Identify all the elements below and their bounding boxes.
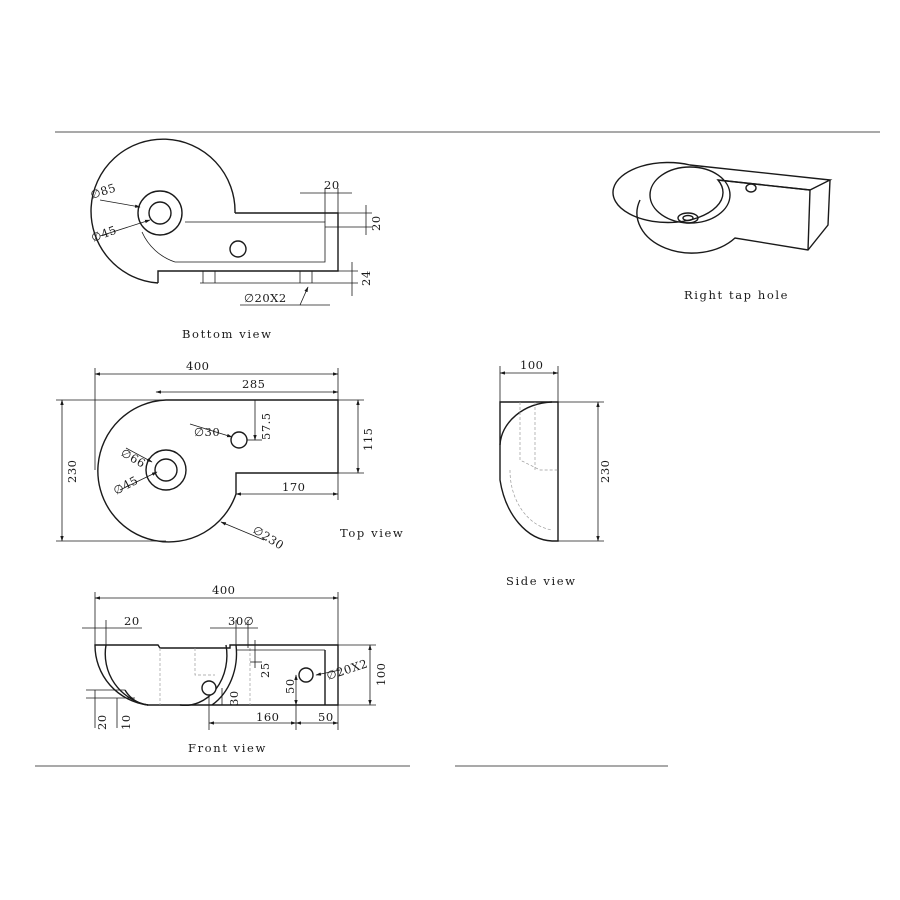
iso-view-drain-inner [682, 214, 694, 222]
bottom-view-drain-hole [148, 201, 172, 225]
front-view-w400-label: 400 [212, 583, 235, 597]
bottom-view-h24-label: 24 [359, 270, 373, 286]
top-view-w170-label: 170 [282, 480, 305, 494]
bottom-view-dia85-leader [99, 199, 141, 208]
bottom-view-tap-hole [229, 240, 247, 258]
top-view-outline [97, 399, 339, 543]
front-view-caption: Front view [188, 741, 267, 755]
front-view-bowl-outline [94, 644, 339, 706]
front-view-right-curve [211, 644, 238, 706]
top-view-dia230-label: ∅230 [250, 523, 286, 553]
top-view-dia230-leader [220, 521, 265, 541]
front-view-dia20-leader [315, 669, 341, 676]
iso-view: Right tap hole [612, 161, 833, 302]
top-view-w400-label: 400 [186, 359, 209, 373]
top-view-h230-label: 230 [65, 460, 79, 483]
iso-view-bowl-rim [649, 166, 731, 224]
front-view-drain-pipe [124, 689, 149, 706]
top-view-h115-label: 115 [361, 428, 375, 451]
bottom-view: ∅85 ∅45 20 20 24 ∅20X2 Bottom view [89, 138, 383, 341]
front-view-h20-label: 20 [95, 714, 109, 730]
iso-view-tap-hole [745, 183, 757, 193]
front-view-h10-label: 10 [119, 714, 133, 730]
top-view-tap-hole [230, 431, 248, 449]
bottom-view-dia20-arrow [299, 286, 309, 306]
bottom-view-inner-outline [175, 221, 326, 263]
iso-view-top-edge [717, 179, 811, 191]
side-view-inner-curve [499, 401, 553, 446]
top-view-dia45-label: ∅45 [111, 473, 141, 498]
front-view-dia20-label: ∅20X2 [325, 656, 370, 682]
top-view-dia45-leader [119, 471, 158, 491]
iso-view-drain-outer [677, 212, 699, 224]
side-view: 100 230 Side view [499, 358, 612, 588]
front-view-h50-label: 50 [283, 678, 297, 694]
bottom-view-drain-ring [137, 190, 183, 236]
bottom-view-body-outline [157, 212, 339, 283]
top-view-drain-ring [145, 449, 187, 491]
top-view-dia66-leader [125, 447, 153, 463]
iso-view-top-face [612, 161, 833, 224]
top-view-drain-hole [154, 458, 178, 482]
side-view-h230-label: 230 [598, 460, 612, 483]
front-view-w20-label: 20 [124, 614, 140, 628]
side-view-hidden-b [509, 469, 553, 531]
bottom-view-dia85-label: ∅85 [89, 180, 118, 201]
top-view-dia66-label: ∅66 [119, 445, 149, 470]
bottom-view-dia45-label: ∅45 [89, 223, 118, 245]
front-view-h25-label: 25 [258, 662, 272, 678]
bottom-view-bowl-outline [90, 138, 236, 284]
side-view-outline [499, 401, 559, 542]
top-view-dia30-label: ∅30 [194, 425, 220, 439]
iso-view-front-edge [807, 189, 811, 251]
front-view-tap-hole [201, 680, 217, 696]
bottom-view-caption: Bottom view [182, 327, 273, 341]
front-view-hidden-b [194, 648, 215, 676]
front-view: 400 20 30∅ 25 ∅20X2 100 50 30 20 10 [82, 583, 388, 755]
front-view-dia30-label: 30∅ [228, 614, 254, 628]
front-view-w160-label: 160 [256, 710, 279, 724]
bottom-view-inner-curve [141, 231, 176, 263]
iso-view-body [636, 179, 831, 254]
front-view-h100-label: 100 [374, 663, 388, 686]
front-view-bowl-inner [104, 644, 149, 706]
top-view: 400 285 230 ∅30 57.5 115 ∅66 ∅45 170 ∅23… [56, 359, 404, 553]
top-view-caption: Top view [340, 526, 404, 540]
top-view-h57-label: 57.5 [259, 412, 273, 440]
front-view-h30-label: 30 [227, 690, 241, 706]
side-view-caption: Side view [506, 574, 577, 588]
front-view-waste-hole [298, 667, 314, 683]
bottom-view-h20-label: 20 [369, 215, 383, 231]
bottom-view-dia20-label: ∅20X2 [244, 291, 287, 305]
side-view-hidden-a [519, 402, 558, 471]
bottom-view-dia45-leader [99, 219, 151, 237]
top-view-w285-label: 285 [242, 377, 265, 391]
top-view-dia30-leader [189, 423, 233, 438]
front-view-w50-label: 50 [318, 710, 334, 724]
iso-view-caption: Right tap hole [684, 288, 789, 302]
bottom-view-w20-label: 20 [324, 178, 340, 192]
side-view-w100-label: 100 [520, 358, 543, 372]
